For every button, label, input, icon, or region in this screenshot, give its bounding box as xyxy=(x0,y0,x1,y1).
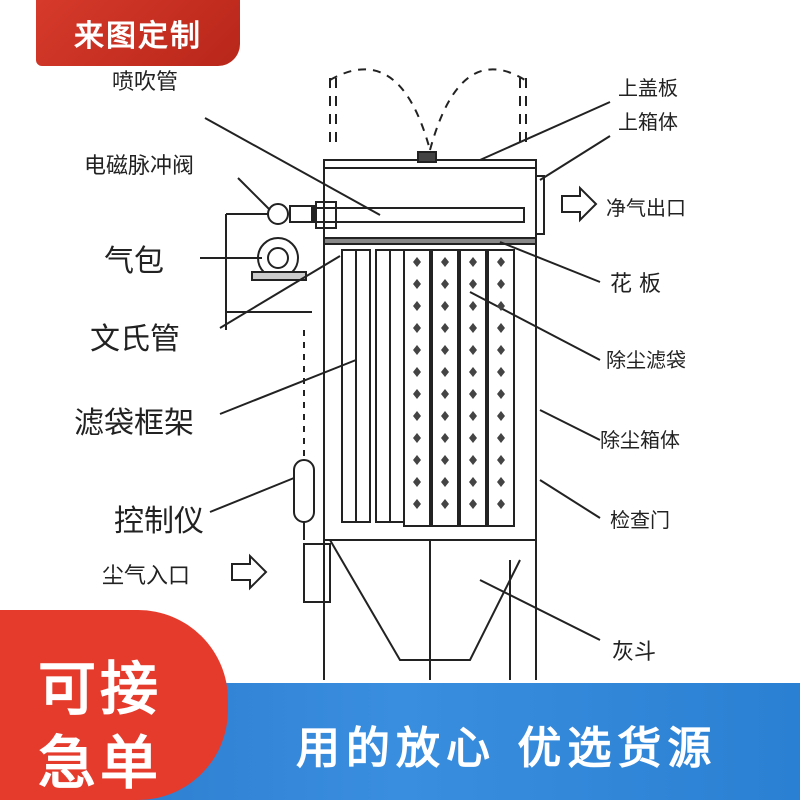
hopper-cone xyxy=(329,539,521,661)
bag-4 xyxy=(487,249,515,527)
tube-plate xyxy=(323,237,537,245)
bag-diamond xyxy=(469,433,477,443)
bag-diamond xyxy=(413,279,421,289)
dust-inlet-duct xyxy=(303,543,331,603)
bag-diamond xyxy=(441,257,449,267)
label-filter-bag: 除尘滤袋 xyxy=(606,348,686,372)
bag-pattern xyxy=(413,257,505,509)
bag-diamond xyxy=(469,411,477,421)
blow-arc-right xyxy=(429,68,526,151)
label-solenoid-valve: 电磁脉冲阀 xyxy=(84,154,195,179)
bag-diamond xyxy=(497,411,505,421)
bag-1 xyxy=(403,249,431,527)
bag-diamond xyxy=(497,257,505,267)
upper-box xyxy=(323,167,537,241)
bag-diamond xyxy=(469,301,477,311)
label-tube-plate: 花 板 xyxy=(610,272,661,297)
bag-diamond xyxy=(497,389,505,399)
bag-diamond xyxy=(441,455,449,465)
label-dust-box: 除尘箱体 xyxy=(600,428,680,452)
bag-diamond xyxy=(497,367,505,377)
label-venturi: 文氏管 xyxy=(90,322,180,357)
inlet-arrow xyxy=(231,553,268,591)
bag-diamond xyxy=(469,389,477,399)
bag-diamond xyxy=(441,477,449,487)
label-nozzle: 喷吹管 xyxy=(112,70,179,95)
label-top-cover: 上盖板 xyxy=(618,76,678,100)
bag-2 xyxy=(431,249,459,527)
outlet-arrow xyxy=(561,185,598,223)
rush-order-line2: 急单 xyxy=(38,729,163,797)
bag-diamond xyxy=(469,477,477,487)
bag-diamond xyxy=(469,323,477,333)
custom-order-badge: 来图定制 xyxy=(36,0,240,66)
bag-diamond xyxy=(413,411,421,421)
slogan-text: 用的放心 优选货源 xyxy=(296,723,718,774)
bag-diamond xyxy=(441,279,449,289)
bag-diamond xyxy=(469,257,477,267)
bag-diamond xyxy=(413,389,421,399)
bag-diamond xyxy=(497,301,505,311)
bag-diamond xyxy=(469,499,477,509)
bag-diamond xyxy=(497,433,505,443)
label-air-bag: 气包 xyxy=(104,244,164,279)
rush-order-line1: 可接 xyxy=(38,655,163,723)
bag-diamond xyxy=(497,279,505,289)
bag-diamond xyxy=(497,499,505,509)
bag-diamond xyxy=(497,477,505,487)
bag-diamond xyxy=(497,455,505,465)
controller-body xyxy=(293,459,315,523)
label-clean-gas-outlet: 净气出口 xyxy=(606,196,686,220)
bag-diamond xyxy=(413,477,421,487)
bag-diamond xyxy=(469,455,477,465)
bag-diamond xyxy=(441,323,449,333)
bag-diamond xyxy=(497,345,505,355)
bag-diamond xyxy=(441,433,449,443)
bag-diamond xyxy=(441,367,449,377)
label-controller: 控制仪 xyxy=(114,504,204,539)
bag-3 xyxy=(459,249,487,527)
bag-diamond xyxy=(441,345,449,355)
bag-diamond xyxy=(413,455,421,465)
bag-diamond xyxy=(469,345,477,355)
bag-diamond xyxy=(413,323,421,333)
nozzle-pipe xyxy=(311,207,525,223)
label-dust-inlet: 尘气入口 xyxy=(102,564,191,589)
bag-diamond xyxy=(413,257,421,267)
bag-diamond xyxy=(413,345,421,355)
bag-diamond xyxy=(469,279,477,289)
label-upper-box: 上箱体 xyxy=(618,110,678,134)
bag-diamond xyxy=(413,367,421,377)
solenoid-valve-body xyxy=(267,203,289,225)
label-cage: 滤袋框架 xyxy=(74,406,194,441)
blow-arc-left xyxy=(329,68,431,151)
bag-diamond xyxy=(413,433,421,443)
rush-order-badge xyxy=(0,610,228,800)
bag-diamond xyxy=(441,301,449,311)
bag-diamond xyxy=(469,367,477,377)
label-inspection-door: 检查门 xyxy=(610,508,670,532)
bag-diamond xyxy=(497,323,505,333)
bag-diamond xyxy=(441,411,449,421)
bag-diamond xyxy=(441,389,449,399)
bag-diamond xyxy=(413,301,421,311)
bag-diamond xyxy=(413,499,421,509)
bag-diamond xyxy=(441,499,449,509)
label-hopper: 灰斗 xyxy=(612,640,657,665)
